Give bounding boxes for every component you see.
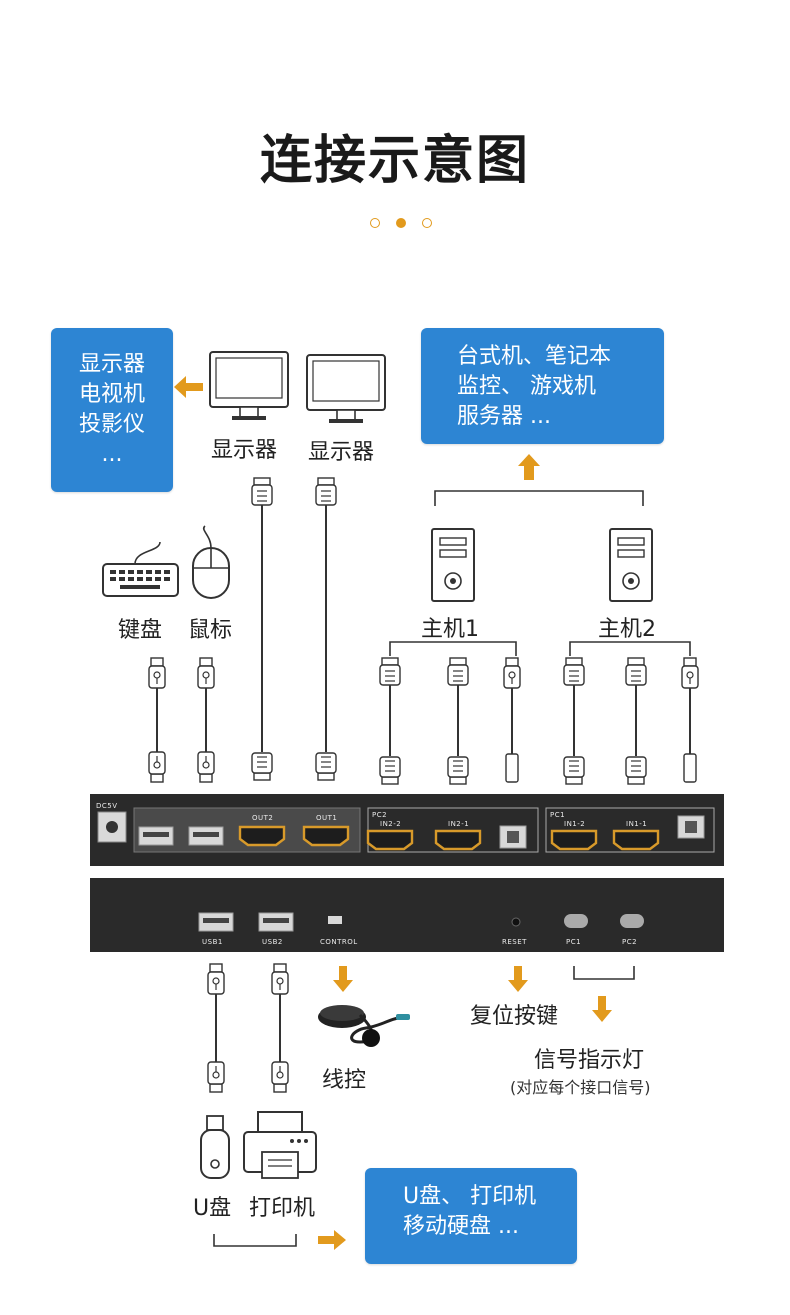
host-devices-box: 台式机、笔记本 监控、 游戏机 服务器 ... — [421, 328, 664, 444]
in21-label: IN2-1 — [448, 820, 469, 828]
arrow-left-icon — [174, 376, 203, 398]
pc1-label: PC1 — [550, 811, 565, 819]
in22-label: IN2-2 — [380, 820, 401, 828]
monitor1-label: 显示器 — [211, 438, 278, 463]
usb-cable — [681, 657, 699, 783]
kvm-back-panel: USB1 USB2 CONTROL RESET PC1 PC2 — [90, 878, 724, 952]
reset-label: RESET — [502, 938, 527, 946]
kvm-front-panel: DC5V OUT2 OUT1 PC2 IN2-2 IN2-1 PC1 IN1-2… — [90, 794, 724, 866]
arrow-down-icon — [333, 966, 353, 992]
host1-label: 主机1 — [421, 617, 479, 642]
control-label: CONTROL — [320, 938, 358, 946]
display-devices-box: 显示器 电视机 投影仪 ... — [51, 328, 173, 492]
mouse-label: 鼠标 — [188, 618, 233, 643]
pager-dot-3 — [422, 218, 432, 228]
computer-tower-icon — [609, 528, 653, 602]
pager-dot-2 — [396, 218, 406, 228]
printer-label: 打印机 — [249, 1196, 316, 1221]
usb1-port — [198, 912, 234, 932]
out2-label: OUT2 — [252, 814, 273, 822]
udisk-label: U盘 — [193, 1196, 232, 1221]
wired-control-icon — [318, 1005, 410, 1047]
computer-tower-icon — [431, 528, 475, 602]
keyboard-label: 键盘 — [118, 618, 163, 643]
hdmi-out1-port — [302, 825, 350, 847]
usb1-label: USB1 — [202, 938, 223, 946]
hdmi-cable — [251, 477, 273, 781]
usb-port — [188, 826, 224, 846]
mouse-icon — [192, 525, 230, 599]
hdmi-cable — [447, 657, 469, 785]
usb-cable — [148, 657, 166, 783]
wired-control-label: 线控 — [322, 1068, 367, 1093]
hdmi-cable — [379, 657, 401, 785]
hdmi-cable — [315, 477, 337, 781]
indicator-label: 信号指示灯 — [534, 1048, 645, 1073]
in12-label: IN1-2 — [564, 820, 585, 828]
hdmi-out2-port — [238, 825, 286, 847]
monitor-icon — [306, 354, 386, 423]
dc-label: DC5V — [96, 802, 118, 810]
usb-cable — [207, 963, 225, 1093]
arrow-down-icon — [508, 966, 528, 992]
hdmi-cable — [563, 657, 585, 785]
pc1-indicator-label: PC1 — [566, 938, 581, 946]
monitor-icon — [209, 351, 289, 420]
arrow-right-icon — [318, 1230, 346, 1250]
usb2-label: USB2 — [262, 938, 283, 946]
out1-label: OUT1 — [316, 814, 337, 822]
host2-label: 主机2 — [598, 617, 656, 642]
reset-button-label: 复位按键 — [470, 1004, 559, 1029]
indicator-note: (对应每个接口信号) — [510, 1078, 651, 1097]
in11-label: IN1-1 — [626, 820, 647, 828]
pc2-indicator-label: PC2 — [622, 938, 637, 946]
pager-dot-1 — [370, 218, 380, 228]
usb-port — [138, 826, 174, 846]
usb-cable — [197, 657, 215, 783]
page-title: 连接示意图 — [259, 131, 530, 191]
hdmi-cable — [625, 657, 647, 785]
usb2-port — [258, 912, 294, 932]
usb-drive-icon — [200, 1115, 230, 1179]
usb-cable — [503, 657, 521, 783]
monitor2-label: 显示器 — [308, 440, 375, 465]
usb-cable — [271, 963, 289, 1093]
arrow-down-icon — [592, 996, 612, 1022]
keyboard-icon — [102, 541, 179, 597]
printer-icon — [243, 1111, 317, 1179]
arrow-up-icon — [518, 454, 540, 480]
pc2-label: PC2 — [372, 811, 387, 819]
storage-devices-box: U盘、 打印机 移动硬盘 ... — [365, 1168, 577, 1264]
